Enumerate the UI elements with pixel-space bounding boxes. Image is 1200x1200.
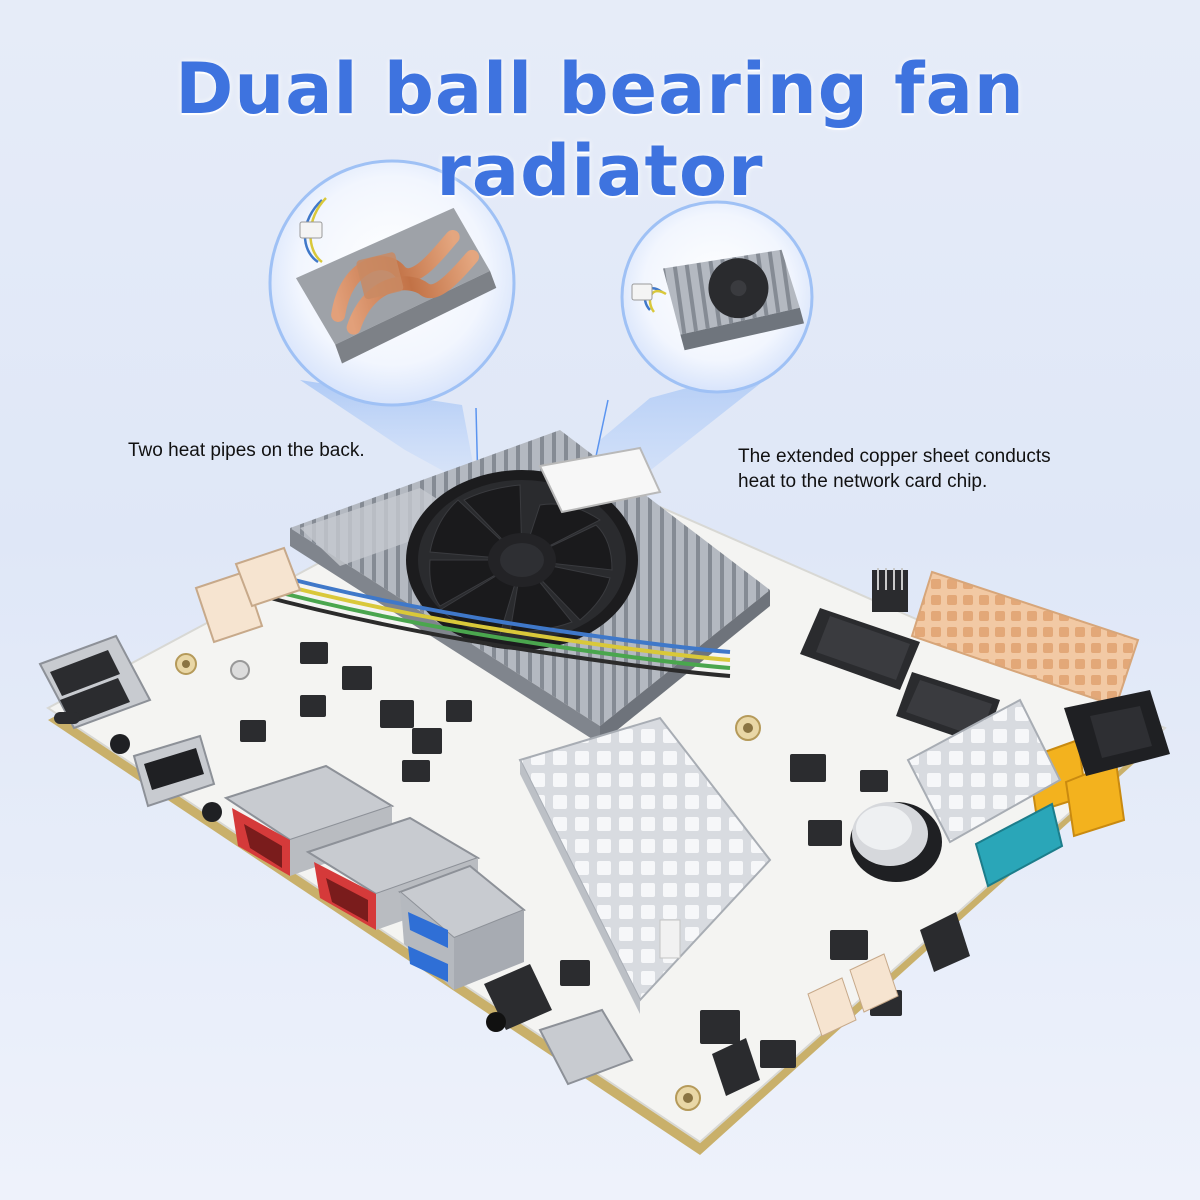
chipset-heatsink-small <box>906 698 1062 844</box>
zoom-circle-fan-heatsink <box>620 200 814 394</box>
motherboard <box>38 430 1170 1155</box>
smd-components <box>240 642 902 1068</box>
callout-copper-sheet-line1: The extended copper sheet conducts <box>738 446 1051 467</box>
zoom-circle-heat-pipes <box>268 159 516 407</box>
usb-header <box>974 802 1064 888</box>
audio-jack-bottom <box>484 964 552 1032</box>
dc-jack <box>202 802 222 822</box>
zoom-beam-left <box>300 380 478 490</box>
audio-jack-top <box>110 734 130 754</box>
bottom-pin-headers <box>712 912 970 1096</box>
fan-connectors <box>194 546 302 644</box>
callout-copper-sheet: The extended copper sheet conducts heat … <box>738 444 1051 494</box>
rear-io-panel <box>38 634 634 1086</box>
cmos-battery <box>850 802 942 882</box>
headline: Dual ball bearing fan radiator <box>175 48 1025 212</box>
ribbon-connector <box>538 446 662 514</box>
chipset-heatsink-large <box>518 716 772 1014</box>
usb3-stack <box>398 864 526 990</box>
usb-c-port <box>54 712 80 724</box>
cpu-cooler <box>254 430 770 744</box>
sata-ports <box>1026 690 1170 838</box>
pin-header-top <box>872 568 908 612</box>
callout-copper-sheet-line2: heat to the network card chip. <box>738 471 988 492</box>
microsd-slot <box>538 1008 634 1086</box>
callout-heat-pipes: Two heat pipes on the back. <box>128 440 365 461</box>
